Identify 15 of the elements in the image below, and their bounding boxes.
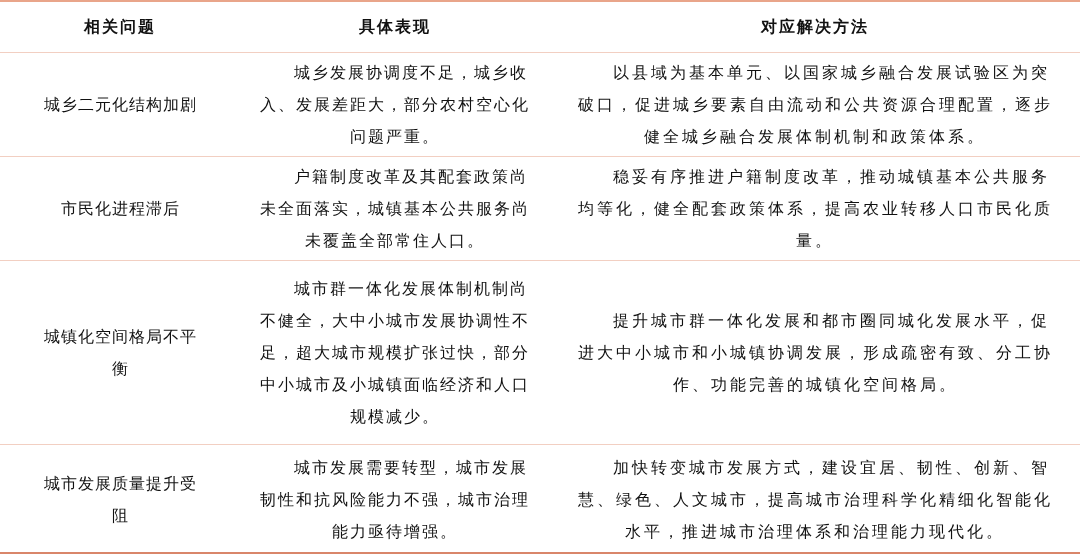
solution-text: 以县域为基本单元、以国家城乡融合发展试验区为突破口，促进城乡要素自由流动和公共资源合理配置，逐步健全城乡融合发展体制机制和政策体系。 (576, 61, 1054, 148)
problem-text: 城市发展质量提升受阻 (42, 472, 198, 527)
symptom-text: 城乡发展协调度不足，城乡收入、发展差距大，部分农村空心化问题严重。 (259, 61, 531, 148)
column-header: 对应解决方法 (761, 16, 869, 38)
problem-text: 城镇化空间格局不平衡 (42, 325, 198, 380)
solution-text: 加快转变城市发展方式，建设宜居、韧性、创新、智慧、绿色、人文城市，提高城市治理科学化精细化智能化水平，推进城市治理体系和治理能力现代化。 (576, 456, 1054, 543)
column-header: 具体表现 (359, 16, 431, 38)
solution-text: 提升城市群一体化发展和都市圈同城化发展水平，促进大中小城市和小城镇协调发展，形成疏密有致、分工协作、功能完善的城镇化空间格局。 (576, 309, 1054, 396)
symptom-text: 城市发展需要转型，城市发展韧性和抗风险能力不强，城市治理能力亟待增强。 (259, 456, 531, 543)
symptom-text: 户籍制度改革及其配套政策尚未全面落实，城镇基本公共服务尚未覆盖全部常住人口。 (259, 165, 531, 252)
symptom-text: 城市群一体化发展体制机制尚不健全，大中小城市发展协调性不足，超大城市规模扩张过快，部分中小城市及小城镇面临经济和人口规模减少。 (259, 277, 531, 428)
solution-text: 稳妥有序推进户籍制度改革，推动城镇基本公共服务均等化，健全配套政策体系，提高农业转移人口市民化质量。 (576, 165, 1054, 252)
problem-text: 市民化进程滞后 (60, 197, 180, 220)
column-header: 相关问题 (84, 16, 156, 38)
problem-text: 城乡二元化结构加剧 (43, 93, 197, 116)
